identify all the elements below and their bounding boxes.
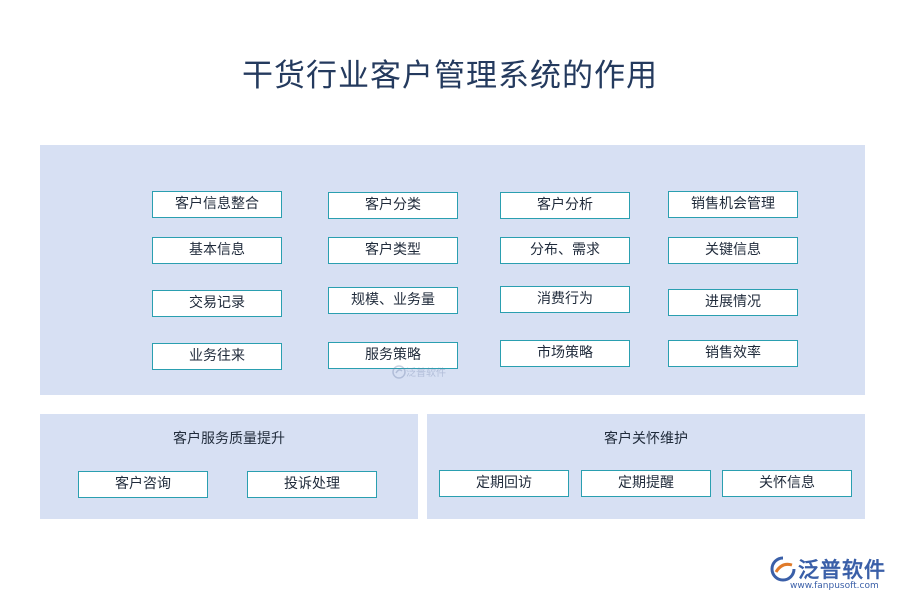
brand-url: www.fanpusoft.com <box>790 581 879 591</box>
node-customer-analysis: 客户分析 <box>500 192 630 219</box>
customer-care-panel: 客户关怀维护 定期回访 定期提醒 关怀信息 <box>427 414 865 519</box>
brand-logo: 泛普软件 www.fanpusoft.com <box>770 554 895 596</box>
node-customer-classification: 客户分类 <box>328 192 458 219</box>
watermark-logo: 泛普软件 <box>392 364 462 386</box>
node-care-info: 关怀信息 <box>722 470 852 497</box>
page-title: 干货行业客户管理系统的作用 <box>242 58 658 94</box>
service-quality-heading: 客户服务质量提升 <box>173 431 285 447</box>
node-key-info: 关键信息 <box>668 237 798 264</box>
watermark-text: 泛普软件 <box>406 368 446 379</box>
node-scale-volume: 规模、业务量 <box>328 287 458 314</box>
node-consumer-behavior: 消费行为 <box>500 286 630 313</box>
brand-logo-icon <box>770 556 796 582</box>
watermark-icon <box>392 365 406 379</box>
node-sales-efficiency: 销售效率 <box>668 340 798 367</box>
node-business-dealings: 业务往来 <box>152 343 282 370</box>
node-basic-info: 基本信息 <box>152 237 282 264</box>
node-regular-visits: 定期回访 <box>439 470 569 497</box>
node-transaction-records: 交易记录 <box>152 290 282 317</box>
brand-name: 泛普软件 <box>798 558 886 582</box>
main-functions-panel: 客户信息整合 基本信息 交易记录 业务往来 客户分类 客户类型 规模、业务量 服… <box>40 145 865 395</box>
node-distribution-demand: 分布、需求 <box>500 237 630 264</box>
node-sales-opportunity: 销售机会管理 <box>668 191 798 218</box>
node-service-strategy: 服务策略 <box>328 342 458 369</box>
node-customer-inquiry: 客户咨询 <box>78 471 208 498</box>
service-quality-panel: 客户服务质量提升 客户咨询 投诉处理 <box>40 414 418 519</box>
customer-care-heading: 客户关怀维护 <box>604 431 688 447</box>
node-regular-reminders: 定期提醒 <box>581 470 711 497</box>
node-customer-type: 客户类型 <box>328 237 458 264</box>
node-complaint-handling: 投诉处理 <box>247 471 377 498</box>
node-market-strategy: 市场策略 <box>500 340 630 367</box>
node-progress: 进展情况 <box>668 289 798 316</box>
node-customer-info-integration: 客户信息整合 <box>152 191 282 218</box>
